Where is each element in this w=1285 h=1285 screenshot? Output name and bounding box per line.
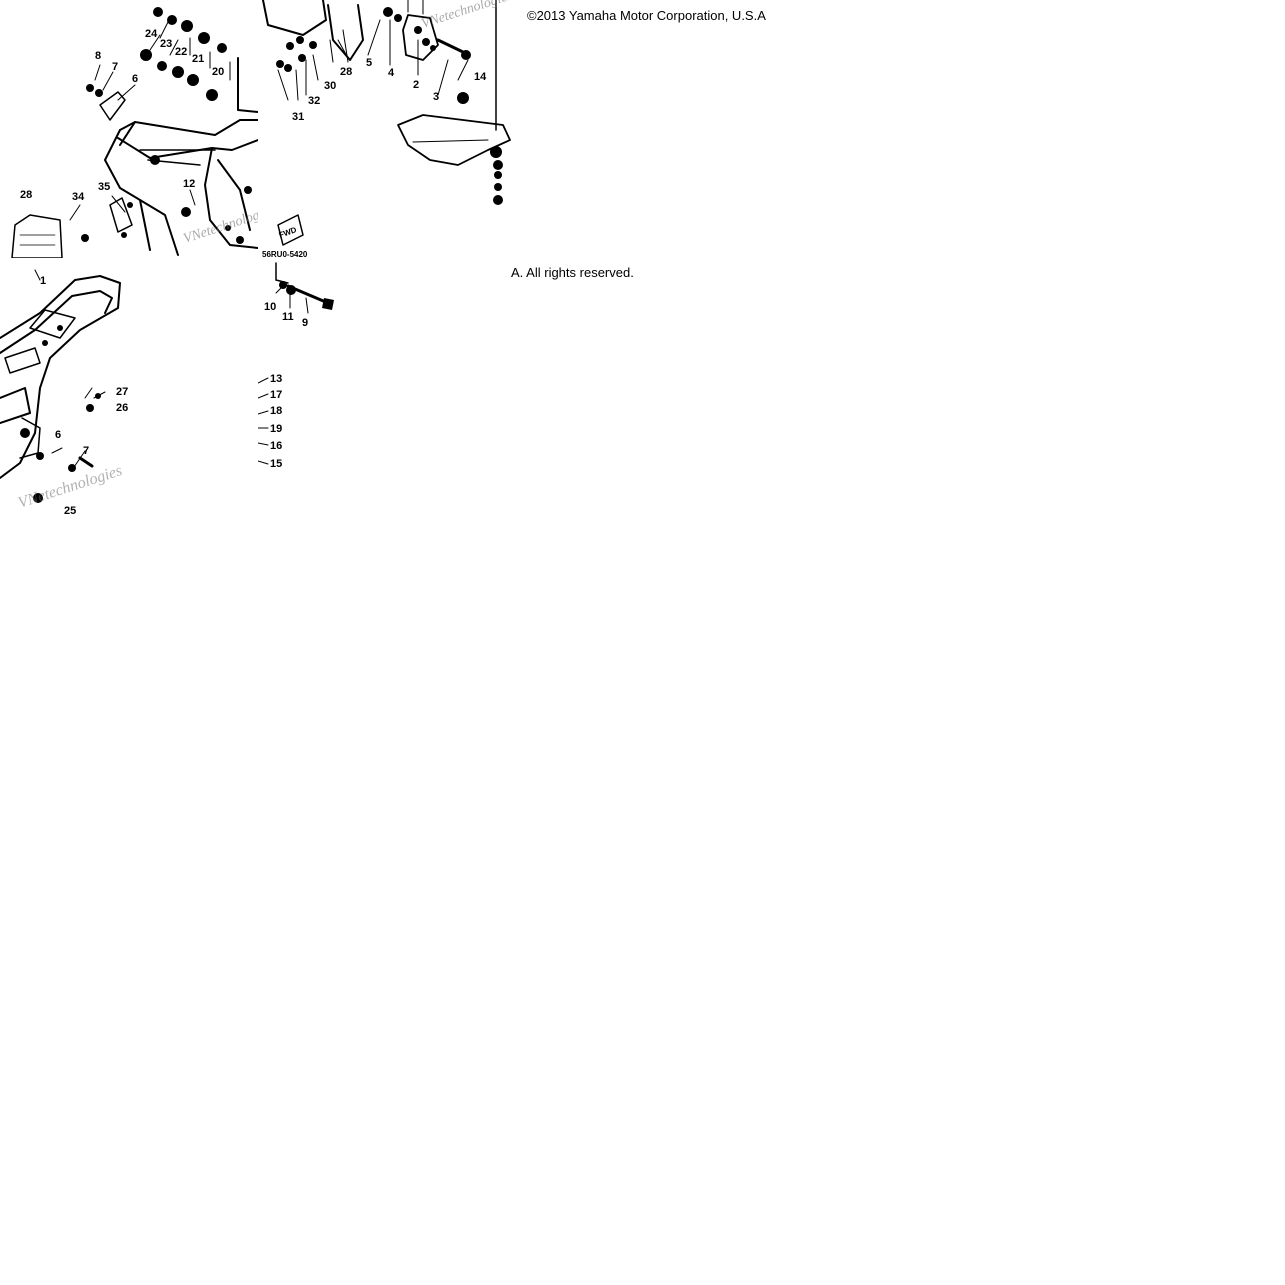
callout-12: 11 bbox=[282, 311, 294, 323]
callout-17: 16 bbox=[270, 440, 282, 452]
callout-2: 2 bbox=[413, 79, 419, 91]
callout-25: 24 bbox=[145, 28, 158, 40]
callout-31: 30 bbox=[324, 80, 336, 92]
callout-24: 23 bbox=[160, 38, 172, 50]
callout-15: 14 bbox=[474, 71, 487, 83]
callout-26: 25 bbox=[64, 505, 76, 516]
callout-23: 22 bbox=[175, 46, 187, 58]
callout-33: 32 bbox=[308, 95, 320, 107]
callout-6b: 6 bbox=[55, 429, 61, 441]
watermark-text-2: VNetechnologies bbox=[420, 0, 515, 32]
callout-7: 7 bbox=[83, 445, 89, 457]
callout-22: 21 bbox=[192, 53, 204, 65]
watermark-text: VNetechnologies bbox=[182, 203, 258, 247]
drawing-code: 56RU0-5420 bbox=[262, 250, 308, 258]
callout-9: 8 bbox=[95, 50, 101, 62]
callout-32: 31 bbox=[292, 111, 304, 123]
callout-20: 19 bbox=[270, 423, 282, 435]
callout-8: 7 bbox=[112, 61, 118, 73]
callout-3: 3 bbox=[433, 91, 439, 103]
diagram-tile-bolt-stack: 10 11 9 13 17 18 19 16 15 bbox=[258, 258, 516, 516]
callout-27: 26 bbox=[116, 402, 128, 414]
bracket-drawing: 28 30 32 31 5 4 2 3 14 56RU0-5420 FWD VN… bbox=[262, 0, 515, 258]
copyright-line-1: ©2013 Yamaha Motor Corporation, U.S.A bbox=[527, 8, 766, 23]
callout-30: 28 bbox=[20, 189, 32, 201]
callout-16: 15 bbox=[270, 458, 282, 470]
fwd-label: FWD bbox=[278, 225, 298, 240]
callout-29: 28 bbox=[340, 66, 352, 78]
callout-19: 18 bbox=[270, 405, 282, 417]
callout-6: 6 bbox=[132, 73, 138, 85]
copyright-line-2: A. All rights reserved. bbox=[511, 265, 634, 280]
diagram-tile-frame-front: 24 23 22 21 20 8 7 6 12 28 34 35 VNetech… bbox=[0, 0, 258, 258]
frame-front-drawing: 24 23 22 21 20 8 7 6 12 28 34 35 VNetech… bbox=[11, 7, 258, 258]
callout-21: 20 bbox=[212, 66, 224, 78]
callout-14: 13 bbox=[270, 373, 282, 385]
callout-1: 1 bbox=[40, 275, 46, 287]
callout-35: 35 bbox=[98, 181, 110, 193]
bolt-stack-drawing: 10 11 9 13 17 18 19 16 15 bbox=[258, 262, 334, 470]
callout-11: 10 bbox=[264, 301, 276, 313]
callout-13: 12 bbox=[183, 178, 195, 190]
callout-10: 9 bbox=[302, 317, 308, 329]
callout-28: 27 bbox=[116, 386, 128, 398]
callout-4: 4 bbox=[388, 67, 395, 79]
rear-frame-drawing: 1 27 26 6 7 25 VNetechnologies bbox=[0, 269, 128, 516]
callout-5: 5 bbox=[366, 57, 372, 69]
callout-18: 17 bbox=[270, 389, 282, 401]
diagram-tile-rear-frame: 1 27 26 6 7 25 VNetechnologies bbox=[0, 258, 258, 516]
callout-34: 34 bbox=[72, 191, 85, 203]
diagram-tile-bracket: 28 30 32 31 5 4 2 3 14 56RU0-5420 FWD VN… bbox=[258, 0, 516, 258]
